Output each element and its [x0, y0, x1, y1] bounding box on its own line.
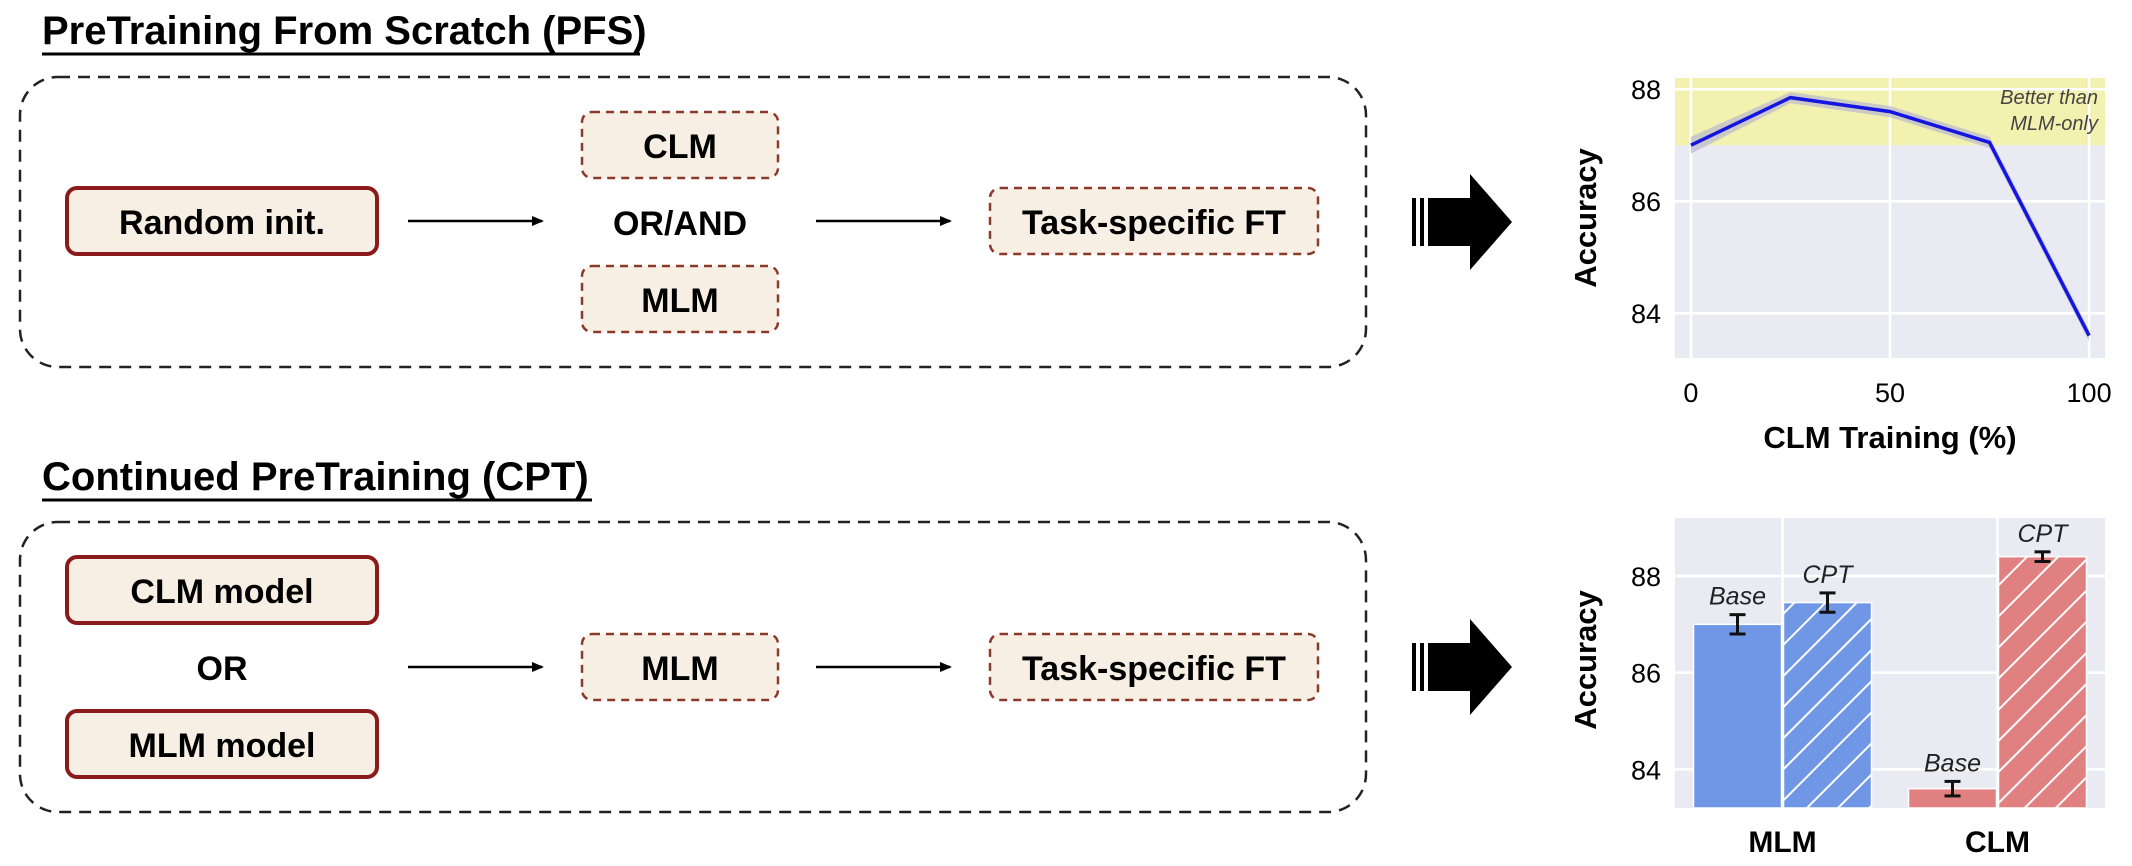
random-init-box — [65, 186, 379, 256]
cpt-task-ft-box — [988, 632, 1320, 702]
line-chart-x-tick-label: 100 — [2067, 378, 2112, 408]
line-chart-y-tick-label: 86 — [1631, 187, 1661, 217]
cpt-bar-chart: Base CPT Base CPT 84 86 88 MLM CLM Accuracy — [1568, 518, 2105, 859]
line-chart-y-label: Accuracy — [1568, 147, 1603, 287]
line-chart-y-tick-label: 88 — [1631, 75, 1661, 105]
bar-annotation-label: CPT — [1803, 561, 1855, 589]
cpt-mlm-objective-label: MLM — [641, 650, 718, 688]
bar-mlm-cpt — [1782, 601, 1873, 809]
cpt-section: Continued PreTraining (CPT) CLM model OR… — [18, 455, 1368, 814]
pfs-task-ft-box — [988, 186, 1320, 256]
line-chart-x-tick-label: 0 — [1683, 378, 1698, 408]
mlm-objective-box — [580, 264, 780, 334]
line-chart-x-ticks: 0 50 100 — [1683, 378, 2111, 408]
line-chart-x-tick-label: 50 — [1875, 378, 1905, 408]
line-chart-y-ticks: 84 86 88 — [1631, 75, 1661, 329]
bar-annotation-label: Base — [1924, 749, 1981, 777]
clm-objective-label: CLM — [643, 128, 717, 166]
bar-chart-bars: Base CPT Base CPT — [1692, 520, 2088, 809]
line-chart-series — [1690, 95, 2091, 337]
bar-chart-y-label: Accuracy — [1568, 589, 1603, 729]
pfs-result-arrow-icon — [1412, 174, 1512, 270]
bar-chart-category-label: CLM — [1965, 826, 2030, 859]
bar-annotation-label: Base — [1709, 583, 1766, 611]
bar-clm-cpt — [1997, 555, 2088, 809]
cpt-task-ft-label: Task-specific FT — [1022, 650, 1286, 688]
bar-mlm-base — [1692, 623, 1783, 809]
pfs-section: PreTraining From Scratch (PFS) Random in… — [18, 9, 1368, 369]
line-chart-y-tick-label: 84 — [1631, 299, 1661, 329]
cpt-mlm-objective-box — [580, 632, 780, 702]
line-chart-x-label: CLM Training (%) — [1763, 420, 2016, 455]
mlm-objective-label: MLM — [641, 282, 718, 320]
clm-objective-box — [580, 110, 780, 180]
or-and-label: OR/AND — [613, 205, 747, 243]
mlm-model-box — [65, 709, 379, 779]
bar-chart-category-label: MLM — [1748, 826, 1816, 859]
bar-chart-x-ticks: MLM CLM — [1748, 826, 2030, 859]
pfs-line-chart: Better than MLM-only 84 86 88 0 50 100 CLM T… — [1568, 75, 2112, 455]
cpt-title: Continued PreTraining (CPT) — [42, 455, 589, 499]
band-label-line1: Better than — [2000, 87, 2098, 109]
clm-model-label: CLM model — [130, 573, 313, 611]
clm-model-box — [65, 555, 379, 625]
pfs-task-ft-label: Task-specific FT — [1022, 204, 1286, 242]
or-label: OR — [197, 650, 248, 688]
bar-chart-y-tick-label: 88 — [1631, 562, 1661, 592]
random-init-label: Random init. — [119, 204, 325, 242]
cpt-result-arrow-icon — [1412, 619, 1512, 715]
bar-annotation-label: CPT — [2018, 520, 2070, 548]
pfs-title: PreTraining From Scratch (PFS) — [42, 9, 647, 53]
bar-chart-y-tick-label: 86 — [1631, 659, 1661, 689]
band-label-line2: MLM-only — [2010, 113, 2099, 135]
bar-chart-y-tick-label: 84 — [1631, 755, 1661, 785]
bar-chart-y-ticks: 84 86 88 — [1631, 562, 1661, 785]
mlm-model-label: MLM model — [129, 727, 316, 765]
line-chart-grid — [1675, 78, 2105, 358]
